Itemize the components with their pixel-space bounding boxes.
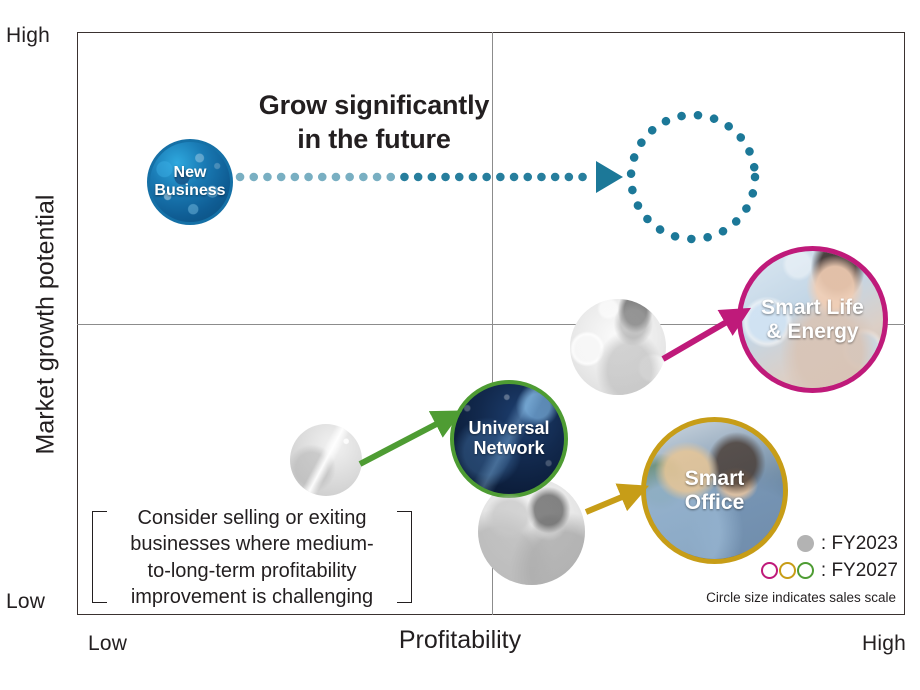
legend: : FY2023 : FY2027 Circle size indicates … bbox=[690, 530, 898, 606]
bubble-universal-network[interactable]: Universal Network bbox=[450, 380, 568, 498]
data-sphere-art bbox=[150, 142, 230, 222]
y-axis-low-label: Low bbox=[6, 590, 46, 613]
legend-row-fy2027: : FY2027 bbox=[690, 557, 898, 584]
headline-annotation: Grow significantly in the future bbox=[234, 88, 514, 156]
bubble-new-business[interactable]: New Business bbox=[147, 139, 233, 225]
bubble-fy2023-smart-life-energy[interactable] bbox=[570, 299, 666, 395]
legend-swatch-fy2027 bbox=[760, 562, 814, 579]
grey-circle-icon bbox=[796, 535, 814, 552]
divest-note-line-4: improvement is challenging bbox=[130, 586, 374, 609]
x-axis-high-label: High bbox=[862, 632, 906, 655]
legend-row-fy2023: : FY2023 bbox=[690, 530, 898, 557]
magenta-ring-icon bbox=[760, 562, 778, 579]
legend-label-fy2023: : FY2023 bbox=[820, 532, 898, 554]
earth-globe-art bbox=[454, 384, 564, 494]
x-axis-low-label: Low bbox=[88, 632, 128, 655]
y-axis-title: Market growth potential bbox=[31, 194, 60, 455]
legend-swatch-fy2023 bbox=[796, 535, 814, 552]
plot-frame bbox=[77, 32, 905, 615]
bubble-fy2023-smart-office[interactable] bbox=[478, 478, 585, 585]
divest-note-text: Consider selling or exiting businesses w… bbox=[118, 505, 386, 611]
quadrant-divider-vertical bbox=[492, 32, 494, 615]
bubble-smart-life-energy[interactable]: Smart Life & Energy bbox=[737, 246, 888, 393]
y-axis-high-label: High bbox=[6, 24, 50, 47]
globe-greyscale-art bbox=[290, 424, 362, 496]
divest-note-line-3: to-long-term profitability bbox=[147, 559, 357, 582]
bubble-smart-office[interactable]: Smart Office bbox=[641, 417, 788, 564]
gold-ring-icon bbox=[778, 562, 796, 579]
smart-home-photo-art bbox=[742, 251, 883, 388]
quadrant-divider-horizontal bbox=[77, 324, 905, 326]
office-photo-art bbox=[646, 422, 783, 559]
bracket-left-icon bbox=[92, 511, 107, 603]
office-greyscale-art bbox=[478, 478, 585, 585]
legend-footnote: Circle size indicates sales scale bbox=[706, 590, 896, 605]
x-axis-title: Profitability bbox=[398, 626, 522, 654]
divest-note-line-1: Consider selling or exiting bbox=[137, 507, 367, 529]
smart-home-greyscale-art bbox=[570, 299, 666, 395]
divest-note: Consider selling or exiting businesses w… bbox=[92, 505, 412, 610]
headline-line-2: in the future bbox=[297, 124, 451, 155]
bracket-right-icon bbox=[397, 511, 412, 603]
green-ring-icon bbox=[796, 562, 814, 579]
headline-line-1: Grow significantly bbox=[258, 90, 490, 120]
divest-note-line-2: businesses where medium- bbox=[130, 533, 374, 556]
legend-label-fy2027: : FY2027 bbox=[820, 559, 898, 581]
bubble-fy2023-universal-network[interactable] bbox=[290, 424, 362, 496]
